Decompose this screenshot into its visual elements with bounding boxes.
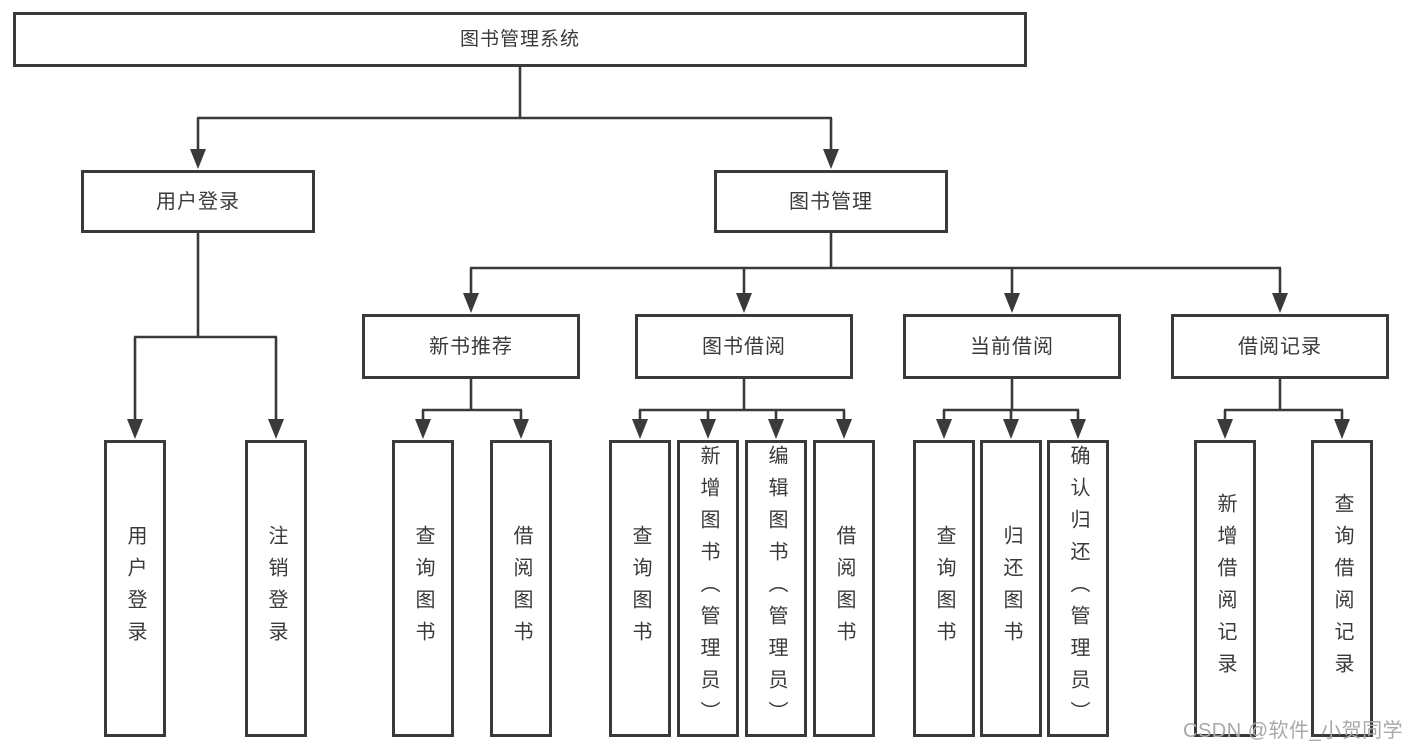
leaf-confirm-return-admin-label: 确认归还（管理员） — [1067, 444, 1089, 733]
leaf-edit-book-admin: 编辑图书（管理员） — [745, 440, 807, 737]
leaf-borrow-books-recommend-label: 借阅图书 — [510, 524, 532, 653]
node-library-system: 图书管理系统 — [13, 12, 1027, 67]
leaf-borrow-books-recommend: 借阅图书 — [490, 440, 552, 737]
leaf-add-borrow-record: 新增借阅记录 — [1194, 440, 1256, 737]
leaf-borrow-books-2: 借阅图书 — [813, 440, 875, 737]
connector-current-borrow-to-leaves — [936, 379, 1086, 439]
node-current-borrow: 当前借阅 — [903, 314, 1121, 379]
connector-new-book-to-leaves — [415, 379, 529, 439]
leaf-borrow-books-2-label: 借阅图书 — [833, 524, 855, 653]
csdn-watermark: CSDN @软件_小贺同学 — [1183, 720, 1404, 742]
leaf-user-login-label: 用户登录 — [124, 524, 146, 653]
node-user-login-label: 用户登录 — [156, 190, 240, 213]
leaf-return-book: 归还图书 — [980, 440, 1042, 737]
connector-borrow-records-to-leaves — [1217, 379, 1350, 439]
connector-book-mgmt-to-level3 — [463, 233, 1288, 313]
leaf-query-borrow-record: 查询借阅记录 — [1311, 440, 1373, 737]
leaf-query-books-current-label: 查询图书 — [933, 524, 955, 653]
leaf-confirm-return-admin: 确认归还（管理员） — [1047, 440, 1109, 737]
node-new-book-recommend-label: 新书推荐 — [429, 335, 513, 358]
connector-book-borrow-to-leaves — [632, 379, 852, 439]
leaf-edit-book-admin-label: 编辑图书（管理员） — [765, 444, 787, 733]
leaf-add-book-admin-label: 新增图书（管理员） — [697, 444, 719, 733]
node-new-book-recommend: 新书推荐 — [362, 314, 580, 379]
connector-user-login-to-leaves — [127, 233, 284, 439]
node-user-login: 用户登录 — [81, 170, 315, 233]
leaf-query-books-current: 查询图书 — [913, 440, 975, 737]
leaf-query-books-recommend: 查询图书 — [392, 440, 454, 737]
leaf-query-books-borrow-label: 查询图书 — [629, 524, 651, 653]
leaf-add-borrow-record-label: 新增借阅记录 — [1214, 492, 1236, 685]
leaf-return-book-label: 归还图书 — [1000, 524, 1022, 653]
node-book-borrow: 图书借阅 — [635, 314, 853, 379]
connector-root-to-level2 — [190, 67, 839, 169]
node-book-management-label: 图书管理 — [789, 190, 873, 213]
node-book-borrow-label: 图书借阅 — [702, 335, 786, 358]
leaf-query-borrow-record-label: 查询借阅记录 — [1331, 492, 1353, 685]
node-borrow-records-label: 借阅记录 — [1238, 335, 1322, 358]
node-borrow-records: 借阅记录 — [1171, 314, 1389, 379]
leaf-logout-label: 注销登录 — [265, 524, 287, 653]
leaf-query-books-recommend-label: 查询图书 — [412, 524, 434, 653]
node-current-borrow-label: 当前借阅 — [970, 335, 1054, 358]
node-book-management: 图书管理 — [714, 170, 948, 233]
leaf-logout: 注销登录 — [245, 440, 307, 737]
leaf-add-book-admin: 新增图书（管理员） — [677, 440, 739, 737]
node-library-system-label: 图书管理系统 — [459, 29, 580, 50]
leaf-query-books-borrow: 查询图书 — [609, 440, 671, 737]
leaf-user-login: 用户登录 — [104, 440, 166, 737]
